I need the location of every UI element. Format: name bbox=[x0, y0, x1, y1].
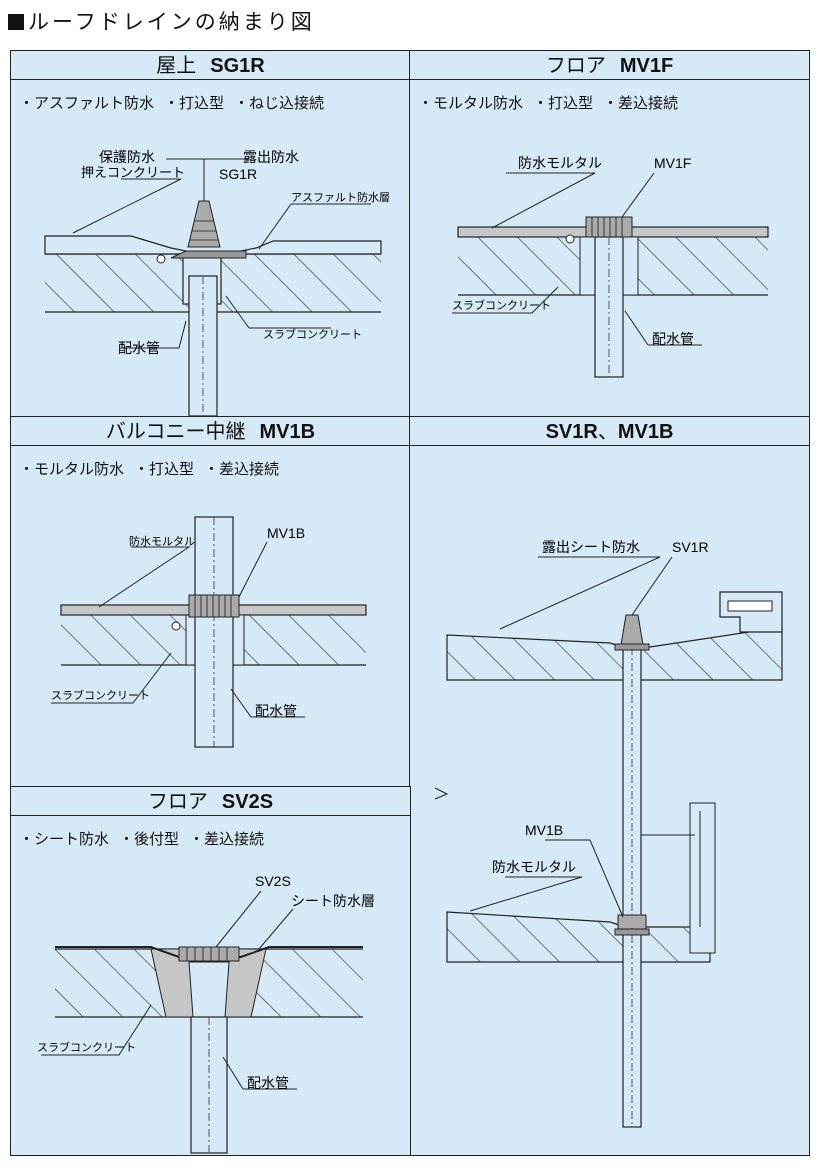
diagram-sv1r-mv1b: 露出シート防水 SV1R MV1B 防水モルタル bbox=[434, 539, 783, 1128]
label-slab-concrete: スラブコンクリート bbox=[452, 298, 551, 312]
spec-list: ・シート防水・後付型・差込接続 bbox=[19, 830, 265, 848]
label-drain-pipe: 配水管 bbox=[652, 332, 694, 348]
spec-list: ・モルタル防水・打込型・差込接続 bbox=[418, 94, 679, 112]
mv1f-strainer bbox=[585, 216, 633, 238]
label-sheet-layer: シート防水層 bbox=[291, 894, 375, 910]
parapet bbox=[719, 591, 783, 633]
label-model: SG1R bbox=[219, 166, 257, 182]
label-model: SV2S bbox=[255, 873, 291, 889]
label-model-top: SV1R bbox=[672, 539, 709, 555]
label-waterproof-mortar: 防水モルタル bbox=[492, 860, 576, 876]
label-protective-concrete: 押えコンクリート bbox=[81, 166, 185, 181]
panel-header: SV1R、MV1B bbox=[410, 417, 809, 446]
diagram-mv1b: 防水モルタル MV1B スラブコンクリート 配水管 bbox=[51, 516, 367, 748]
page-title: ルーフドレインの納まり図 bbox=[8, 6, 315, 36]
spec-list: ・アスファルト防水・打込型・ねじ込接続 bbox=[19, 94, 325, 112]
label-protective-waterproofing: 保護防水 bbox=[99, 150, 155, 166]
label-slab-concrete: スラブコンクリート bbox=[51, 688, 150, 702]
label-slab-concrete: スラブコンクリート bbox=[263, 327, 362, 341]
sv2s-strainer bbox=[178, 946, 240, 962]
panel-sv1r-mv1b: SV1R、MV1B 露出シート防水 SV1R MV1B 防水モルタル bbox=[409, 416, 810, 1156]
label-exposed-waterproofing: 露出防水 bbox=[243, 150, 299, 166]
spec-list: ・モルタル防水・打込型・差込接続 bbox=[19, 460, 280, 478]
diagram-mv1f: 防水モルタル MV1F スラブコンクリート 配水管 bbox=[452, 155, 769, 378]
sv1r-strainer bbox=[620, 614, 644, 646]
label-exposed-sheet-waterproofing: 露出シート防水 bbox=[542, 540, 640, 556]
sg1r-strainer bbox=[187, 200, 221, 248]
diagram-sg1r: 保護防水 露出防水 SG1R 押えコンクリート アスファルト防水層 スラブコンク… bbox=[44, 150, 390, 417]
label-model-bottom: MV1B bbox=[525, 822, 563, 838]
label-model: MV1F bbox=[654, 155, 691, 171]
label-waterproof-mortar: 防水モルタル bbox=[129, 534, 195, 548]
label-drain-pipe: 配水管 bbox=[118, 341, 160, 357]
label-drain-pipe: 配水管 bbox=[255, 704, 297, 720]
label-drain-pipe: 配水管 bbox=[247, 1076, 289, 1092]
label-waterproof-mortar: 防水モルタル bbox=[518, 156, 602, 172]
upper-slab bbox=[446, 626, 783, 681]
diagram-sv2s: SV2S シート防水層 スラブコンクリート 配水管 bbox=[37, 873, 375, 1154]
protective-concrete bbox=[44, 235, 187, 255]
square-bullet-icon bbox=[8, 14, 24, 30]
label-model: MV1B bbox=[267, 525, 305, 541]
asphalt-layer bbox=[240, 240, 382, 255]
label-asphalt-layer: アスファルト防水層 bbox=[291, 190, 390, 204]
lower-slab bbox=[446, 810, 711, 963]
mv1b-strainer bbox=[617, 914, 647, 930]
label-slab-concrete: スラブコンクリート bbox=[37, 1040, 136, 1054]
